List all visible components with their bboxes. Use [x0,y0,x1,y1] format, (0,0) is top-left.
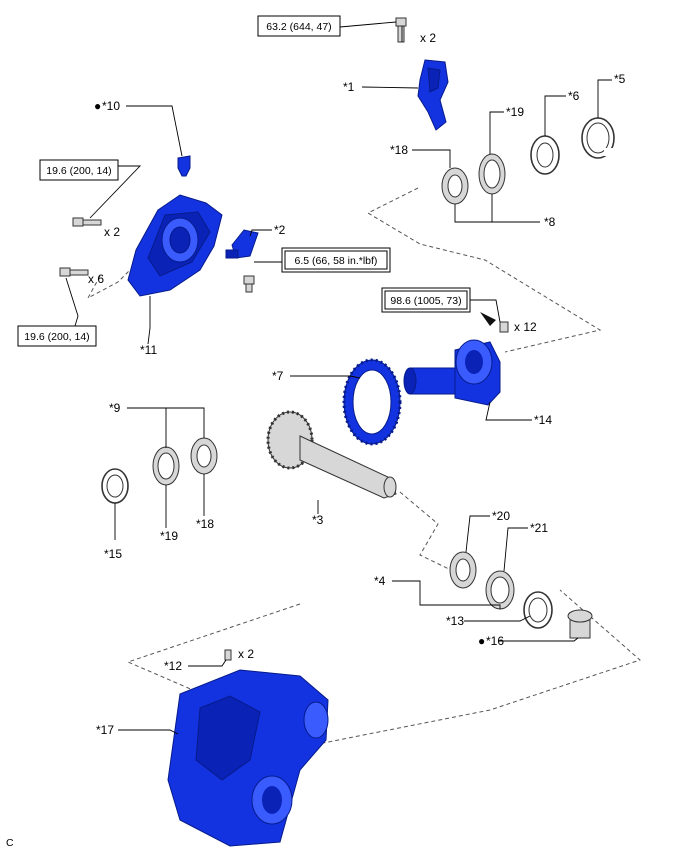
part-21-race [485,570,515,610]
callout-13: *13 [446,614,464,628]
bolt-1 [395,17,407,43]
part-7-ring-gear [342,358,402,446]
callout-18-lower: *18 [196,517,214,531]
callout-18-upper: *18 [390,143,408,157]
part-15-washer [101,468,129,504]
quantity-bolt-cover-a: x 2 [104,225,120,239]
part-16-spacer [567,609,593,639]
callout-19-upper: *19 [506,105,524,119]
bolt-14 [480,312,509,333]
torque-spec-4: 6.5 (66, 58 in.*lbf) [281,247,391,273]
part-12-pin [224,649,232,661]
corner-code: C [6,837,14,849]
callout-19-lower: *19 [160,529,178,543]
leader-lines [65,21,612,735]
part-18-bearing-upper [441,167,469,205]
part-13-washer [523,591,553,629]
part-19-race-upper [478,153,506,195]
assembly-line-gearset [399,491,456,573]
callout-20: *20 [492,509,510,523]
callout-21: *21 [530,521,548,535]
callout-8: *8 [544,215,556,229]
callout-4: *4 [374,574,386,588]
callout-14: *14 [534,413,552,427]
part-11-cover [127,194,223,297]
part-1-bracket [417,59,449,131]
quantity-bolt-14: x 12 [514,320,537,334]
torque-spec-5: 98.6 (1005, 73) [381,287,471,313]
bullet-marker-16: ● [478,634,485,648]
quantity-bolt-1: x 2 [420,31,436,45]
part-2-plate [225,229,259,259]
callout-12: *12 [164,659,182,673]
part-20-bearing [449,551,477,589]
part-5-snap-ring [581,117,616,159]
part-3-drive-pinion [266,410,397,499]
torque-spec-2-text: 19.6 (200, 14) [46,165,111,177]
torque-spec-5-text: 98.6 (1005, 73) [390,295,461,307]
bolt-cover-b [59,267,89,277]
callout-9: *9 [109,401,121,415]
torque-spec-3: 19.6 (200, 14) [17,325,97,347]
callout-6: *6 [568,89,580,103]
torque-spec-1: 63.2 (644, 47) [257,15,341,37]
callout-17: *17 [96,723,114,737]
assembly-line-lower [126,589,641,745]
torque-spec-1-text: 63.2 (644, 47) [266,21,331,33]
bolt-2 [243,275,255,293]
quantity-bolt-cover-b: x 6 [88,272,104,286]
part-6-washer [530,135,560,175]
torque-spec-4-text: 6.5 (66, 58 in.*lbf) [295,255,378,267]
torque-spec-3-text: 19.6 (200, 14) [24,331,89,343]
bullet-marker-10: ● [94,99,101,113]
callout-7: *7 [272,369,284,383]
callout-3: *3 [312,513,324,527]
torque-spec-2: 19.6 (200, 14) [39,159,119,181]
part-10-breather [177,155,191,177]
callout-1: *1 [343,80,355,94]
callout-15: *15 [104,547,122,561]
callout-16: *16 [486,634,504,648]
part-14-differential-case [403,339,501,406]
part-18-bearing-lower [190,437,218,475]
callout-2: *2 [274,223,286,237]
callout-5: *5 [614,72,626,86]
callout-11: *11 [140,343,157,357]
part-19-race-lower [152,446,180,486]
callout-10: *10 [102,99,120,113]
assembly-line-cover [86,269,131,300]
part-17-housing [167,669,329,847]
assembly-line-upper [366,187,602,353]
quantity-pin-12: x 2 [238,647,254,661]
bolt-cover-a [72,217,102,227]
